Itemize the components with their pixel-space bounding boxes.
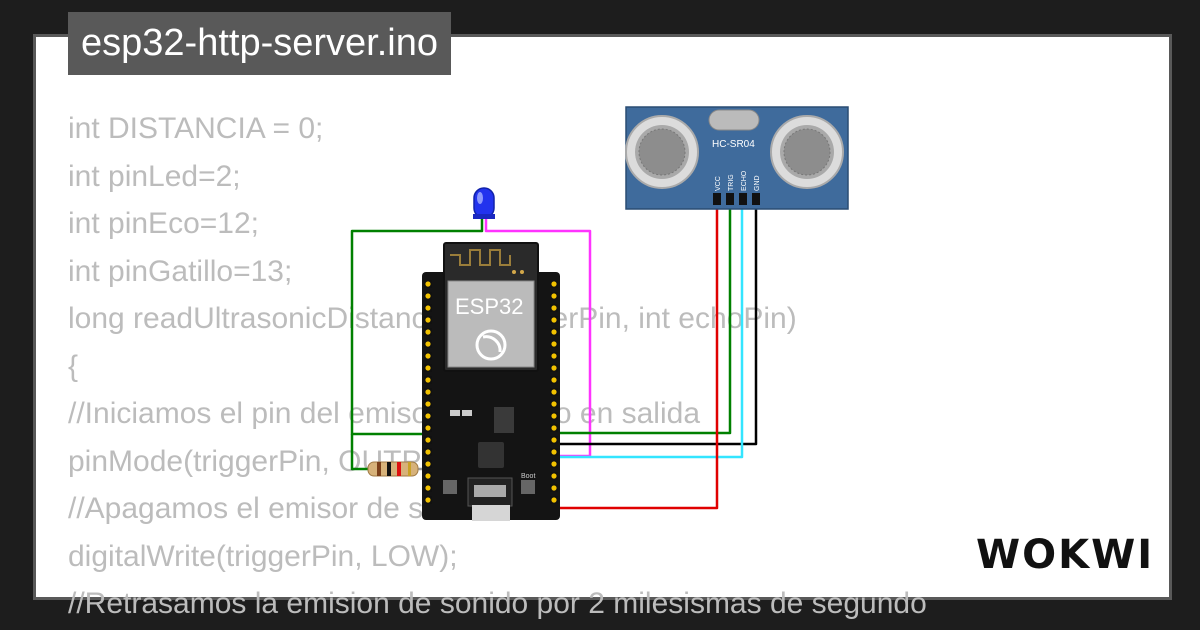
header-pin-pad (425, 305, 431, 311)
pin-header-right (550, 280, 558, 504)
header-pin-pad (551, 293, 557, 299)
boot-label: Boot (521, 473, 535, 480)
led[interactable] (473, 187, 495, 219)
esp32-label: ESP32 (455, 294, 524, 319)
code-line: //Retrasamos la emision de sonido por 2 … (68, 587, 927, 620)
esp32-board[interactable]: ESP32 Boot (422, 242, 560, 521)
sensor-label: HC-SR04 (712, 139, 755, 150)
header-pin-pad (551, 437, 557, 443)
header-pin-pad (551, 461, 557, 467)
header-pin-pad (425, 485, 431, 491)
code-line: digitalWrite(triggerPin, LOW); (68, 539, 458, 573)
sensor-pin-label: TRIG (728, 174, 735, 191)
header-pin-pad (551, 413, 557, 419)
header-pin-pad (425, 329, 431, 335)
project-title: esp32-http-server.ino (68, 12, 451, 75)
header-pin-pad (425, 425, 431, 431)
header-pin-pad (425, 293, 431, 299)
header-pin-pad (551, 425, 557, 431)
header-pin-pad (551, 485, 557, 491)
header-pin-pad (425, 413, 431, 419)
wire-resistor-lead (350, 434, 368, 471)
header-pin-pad (551, 389, 557, 395)
sensor-pin (713, 193, 721, 205)
header-pin-pad (551, 497, 557, 503)
wokwi-logo: WOKWI (976, 532, 1154, 578)
header-pin-pad (551, 353, 557, 359)
header-pin-pad (425, 377, 431, 383)
header-pin-pad (425, 341, 431, 347)
sensor-pin (752, 193, 760, 205)
sensor-pin (739, 193, 747, 205)
wire-black-gnd (552, 203, 758, 446)
code-line: { (68, 349, 79, 383)
hcsr04-sensor[interactable]: HC-SR04 VCC TRIG ECHO GND (625, 106, 849, 210)
header-pin-pad (551, 401, 557, 407)
header-pin-pad (551, 341, 557, 347)
header-pin-pad (425, 473, 431, 479)
header-pin-pad (551, 449, 557, 455)
header-pin-pad (425, 365, 431, 371)
sensor-pin (726, 193, 734, 205)
code-line: int pinGatillo=13; (68, 254, 293, 288)
sensor-pin-label: ECHO (741, 170, 748, 191)
wire-cyan-echo (552, 203, 744, 459)
pin-header-left (424, 280, 432, 504)
header-pin-pad (551, 473, 557, 479)
code-line: int pinLed=2; (68, 159, 241, 193)
header-pin-pad (425, 449, 431, 455)
header-pin-pad (425, 353, 431, 359)
resistor[interactable] (367, 461, 419, 477)
espressif-logo (475, 329, 507, 361)
code-line: int pinEco=12; (68, 207, 259, 240)
header-pin-pad (425, 497, 431, 503)
header-pin-pad (425, 401, 431, 407)
header-pin-pad (551, 329, 557, 335)
wire-green-led (350, 218, 484, 436)
header-pin-pad (551, 377, 557, 383)
header-pin-pad (551, 317, 557, 323)
header-pin-pad (425, 281, 431, 287)
header-pin-pad (425, 317, 431, 323)
header-pin-pad (551, 305, 557, 311)
header-pin-pad (425, 437, 431, 443)
code-line: int DISTANCIA = 0; (68, 112, 324, 145)
sensor-pin-label: GND (754, 175, 761, 191)
sensor-pin-label: VCC (715, 176, 722, 191)
header-pin-pad (551, 281, 557, 287)
header-pin-pad (551, 365, 557, 371)
header-pin-pad (425, 389, 431, 395)
svg-text:WOKWI: WOKWI (976, 532, 1154, 578)
header-pin-pad (425, 461, 431, 467)
